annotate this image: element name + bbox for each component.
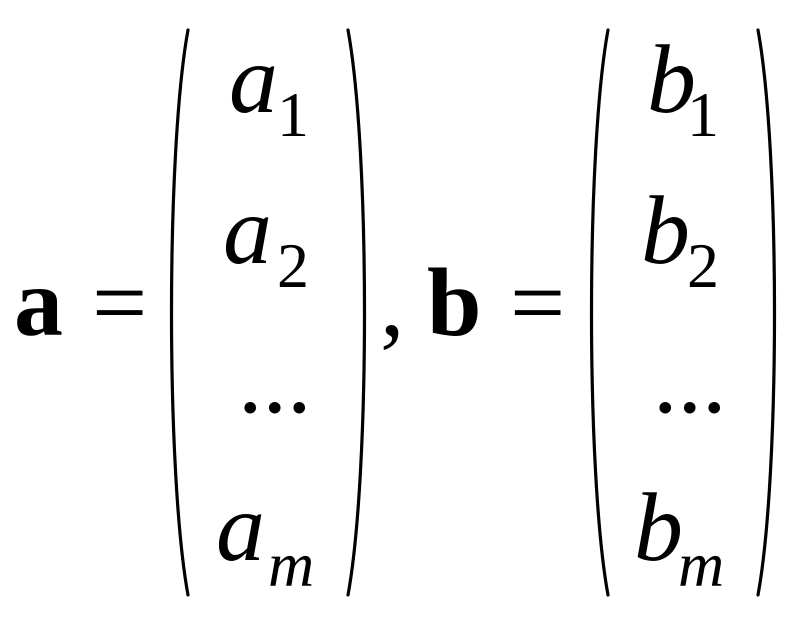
vector-a-entry-subscript: 1 [277,79,309,150]
vector-b-entry-subscript: 1 [687,79,719,150]
vector-a-entry: ... [238,326,312,434]
vector-a-entry-subscript: m [268,529,314,600]
vector-b-ellipsis: ... [653,326,727,434]
vector-a-left-paren [169,28,190,597]
vector-b-left-paren [589,28,610,597]
vector-b-entry-base: b [634,474,683,582]
vector-separator-comma: , [380,249,405,357]
vector-b-symbol: b [427,249,482,357]
vector-a-equals: = [92,249,147,357]
vector-b-entry: b 2 [641,177,719,301]
vector-a-entry-base: a [216,474,265,582]
vector-a-right-paren [346,28,367,597]
vector-a-entry-subscript: 2 [277,230,309,301]
vector-a-entry: a 2 [223,177,309,301]
vector-b-entry-base: b [641,177,690,285]
vector-b-entry: b 1 [647,26,719,150]
vector-b-equals: = [510,249,565,357]
vector-b-entry-subscript: m [678,529,724,600]
vector-a-entry: a 1 [229,26,309,150]
vector-b-right-paren [756,28,777,597]
vector-b-entry: b m [634,474,724,600]
vector-b-entry-base: b [647,26,696,134]
vector-a-ellipsis: ... [238,326,312,434]
vector-a-entry-base: a [229,26,278,134]
vector-a-entry-base: a [223,177,272,285]
vector-b-entry: ... [653,326,727,434]
vector-b-entry-subscript: 2 [687,230,719,301]
vector-a-symbol: a [14,249,63,357]
vector-a-entry: a m [216,474,314,600]
